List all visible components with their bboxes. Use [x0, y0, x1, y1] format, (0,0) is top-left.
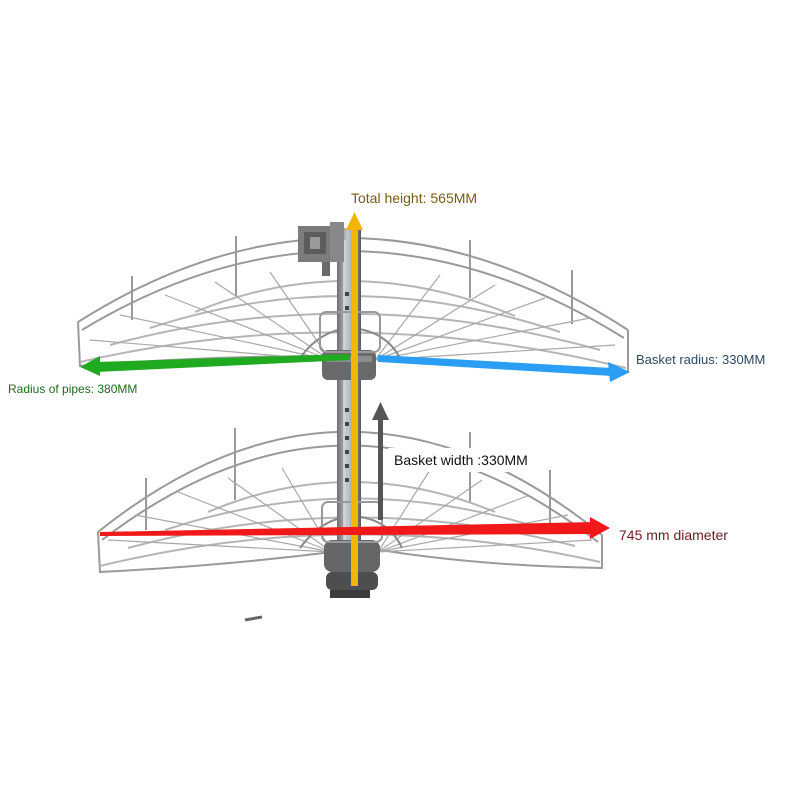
top-bracket [298, 222, 344, 276]
basket-width-label: Basket width :330MM [388, 448, 534, 472]
total-height-label: Total height: 565MM [351, 190, 478, 206]
basket-width-arrow [372, 402, 389, 520]
total-height-arrow [346, 212, 363, 586]
base-shadow [244, 615, 263, 622]
diameter-arrow [100, 517, 610, 539]
diameter-label: 745 mm diameter [619, 527, 728, 543]
radius-of-pipes-arrow [80, 354, 350, 376]
upper-basket [77, 236, 629, 374]
radius-of-pipes-label: Radius of pipes: 380MM [8, 382, 138, 396]
basket-radius-arrow [378, 355, 630, 382]
basket-radius-label: Basket radius: 330MM [636, 352, 766, 367]
